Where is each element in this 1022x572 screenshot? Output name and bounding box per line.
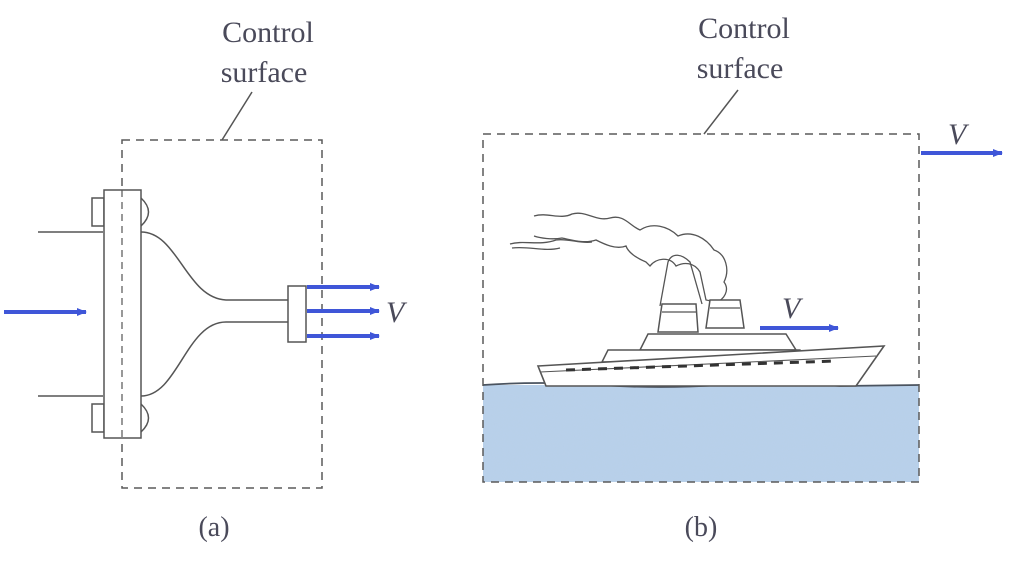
- control-volume-a: [121, 139, 323, 489]
- panel-b: Control surface V: [482, 12, 1003, 543]
- control-surface-label-b-line1: Control: [698, 12, 790, 45]
- bolt-left-bottom: [91, 403, 105, 433]
- water-texture: [483, 385, 919, 482]
- control-surface-label-a-line1: Control: [222, 16, 314, 49]
- leader-line-a: [221, 91, 253, 141]
- bolt-left-top: [91, 197, 105, 227]
- velocity-label-b-outside: V: [948, 118, 970, 151]
- ship-icon: [509, 212, 886, 387]
- control-surface-label-b-line2: surface: [697, 52, 784, 85]
- caption-a: (a): [198, 512, 229, 543]
- bolt-right-top: [140, 197, 150, 227]
- bolt-right-bottom: [140, 403, 150, 433]
- panel-a: Control surface V (a): [4, 16, 408, 543]
- control-surface-label-a-line2: surface: [221, 56, 308, 89]
- leader-line-b: [703, 89, 739, 135]
- velocity-label-a: V: [386, 296, 408, 329]
- velocity-label-b-ship: V: [782, 292, 804, 325]
- nozzle-icon: [140, 231, 307, 397]
- caption-b: (b): [685, 512, 718, 543]
- control-volume-b: [482, 133, 920, 483]
